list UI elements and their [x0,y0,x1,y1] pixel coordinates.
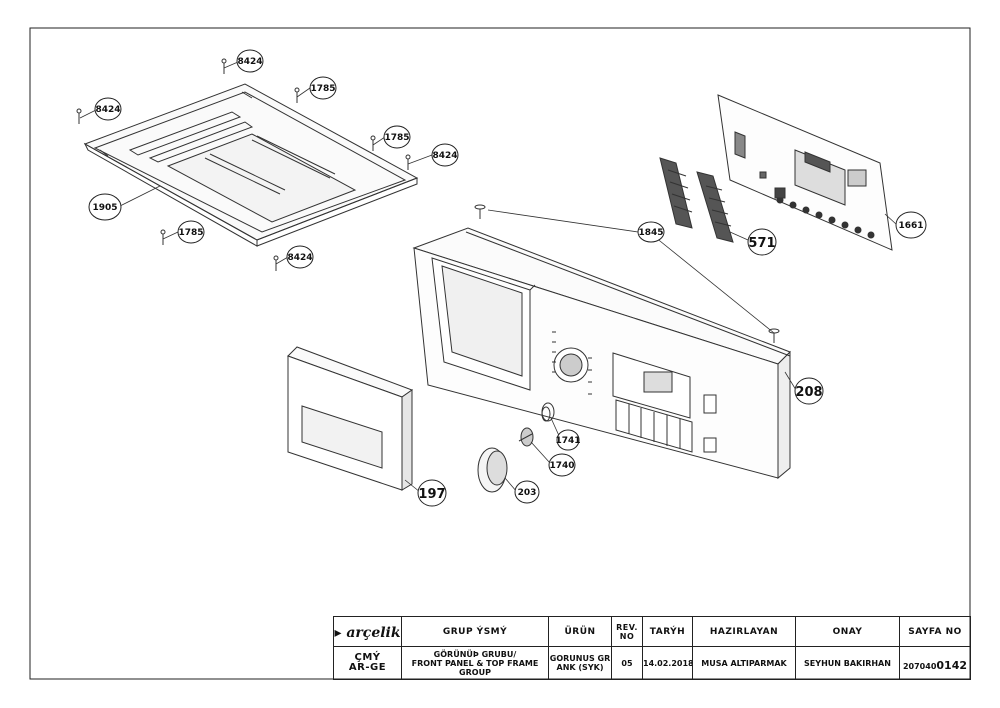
callout-1785-b: 1785 [383,125,411,149]
callout-1661: 1661 [895,211,927,239]
callout-197: 197 [417,479,447,507]
brand-logo-cell: ▸ arçelik [333,616,402,647]
group-name-header: GRUP ÝSMÝ [401,616,549,647]
button-set-part [659,157,734,243]
svg-text:1845: 1845 [638,228,663,238]
date-value: 14.02.2018 [642,646,693,680]
svg-text:1785: 1785 [178,228,203,238]
product-header: ÜRÜN [548,616,612,647]
callout-1741: 1741 [555,429,581,451]
arcelik-logo: ▸ arçelik [334,625,401,641]
page-number-value: 2070400142 [899,646,971,680]
leader-lines [79,61,897,493]
date-header: TARÝH [642,616,693,647]
group-name-value: GÖRÜNÜÞ GRUBU/ FRONT PANEL & TOP FRAME G… [401,646,549,680]
svg-text:197: 197 [418,487,445,502]
product-value: GORUNUS GR ANK (SYK) [548,646,612,680]
svg-text:571: 571 [748,236,775,251]
logo-mark-icon: ▸ [334,625,342,641]
callout-8424-a: 8424 [236,49,264,73]
page-number-suffix: 0142 [936,658,968,672]
prepared-by-header: HAZIRLAYAN [692,616,796,647]
approval-header: ONAY [795,616,900,647]
callout-208: 208 [794,377,824,405]
department-cell: ÇMÝ AR-GE [333,646,402,680]
control-board-part [717,94,893,251]
knob-part [477,447,508,493]
callout-1740: 1740 [548,453,576,477]
callout-1845: 1845 [637,221,665,243]
spring-part [541,402,555,422]
knob-shaft-part [518,427,534,447]
svg-text:8424: 8424 [287,253,312,263]
front-panel-part [412,227,791,480]
callout-571: 571 [747,228,777,256]
revision-value: 05 [611,646,643,680]
svg-text:1741: 1741 [555,436,580,446]
callout-8424-d: 8424 [286,245,314,269]
callout-1785-c: 1785 [177,220,205,244]
drawer-front-part [287,346,414,491]
svg-text:208: 208 [795,385,822,400]
svg-text:1785: 1785 [310,84,335,94]
svg-text:1661: 1661 [898,221,923,231]
callout-1785-a: 1785 [309,76,337,100]
callout-8424-b: 8424 [94,97,122,121]
top-frame-part [83,83,419,247]
svg-text:8424: 8424 [237,57,262,67]
svg-text:1905: 1905 [92,203,117,213]
approval-value: SEYHUN BAKIRHAN [795,646,900,680]
callout-203: 203 [514,480,540,504]
svg-text:1785: 1785 [384,133,409,143]
prepared-by-value: MUSA ALTIPARMAK [692,646,796,680]
svg-text:1740: 1740 [549,461,574,471]
callout-8424-c: 8424 [431,143,459,167]
revision-header: REV. NO [611,616,643,647]
page-number-prefix: 207040 [902,661,937,671]
svg-text:203: 203 [518,488,537,498]
page-number-header: SAYFA NO [899,616,971,647]
svg-text:8424: 8424 [95,105,120,115]
callout-1905: 1905 [88,193,122,221]
title-block: ▸ arçelik GRUP ÝSMÝ ÜRÜN REV. NO TARÝH H… [333,616,971,680]
svg-text:8424: 8424 [432,151,457,161]
